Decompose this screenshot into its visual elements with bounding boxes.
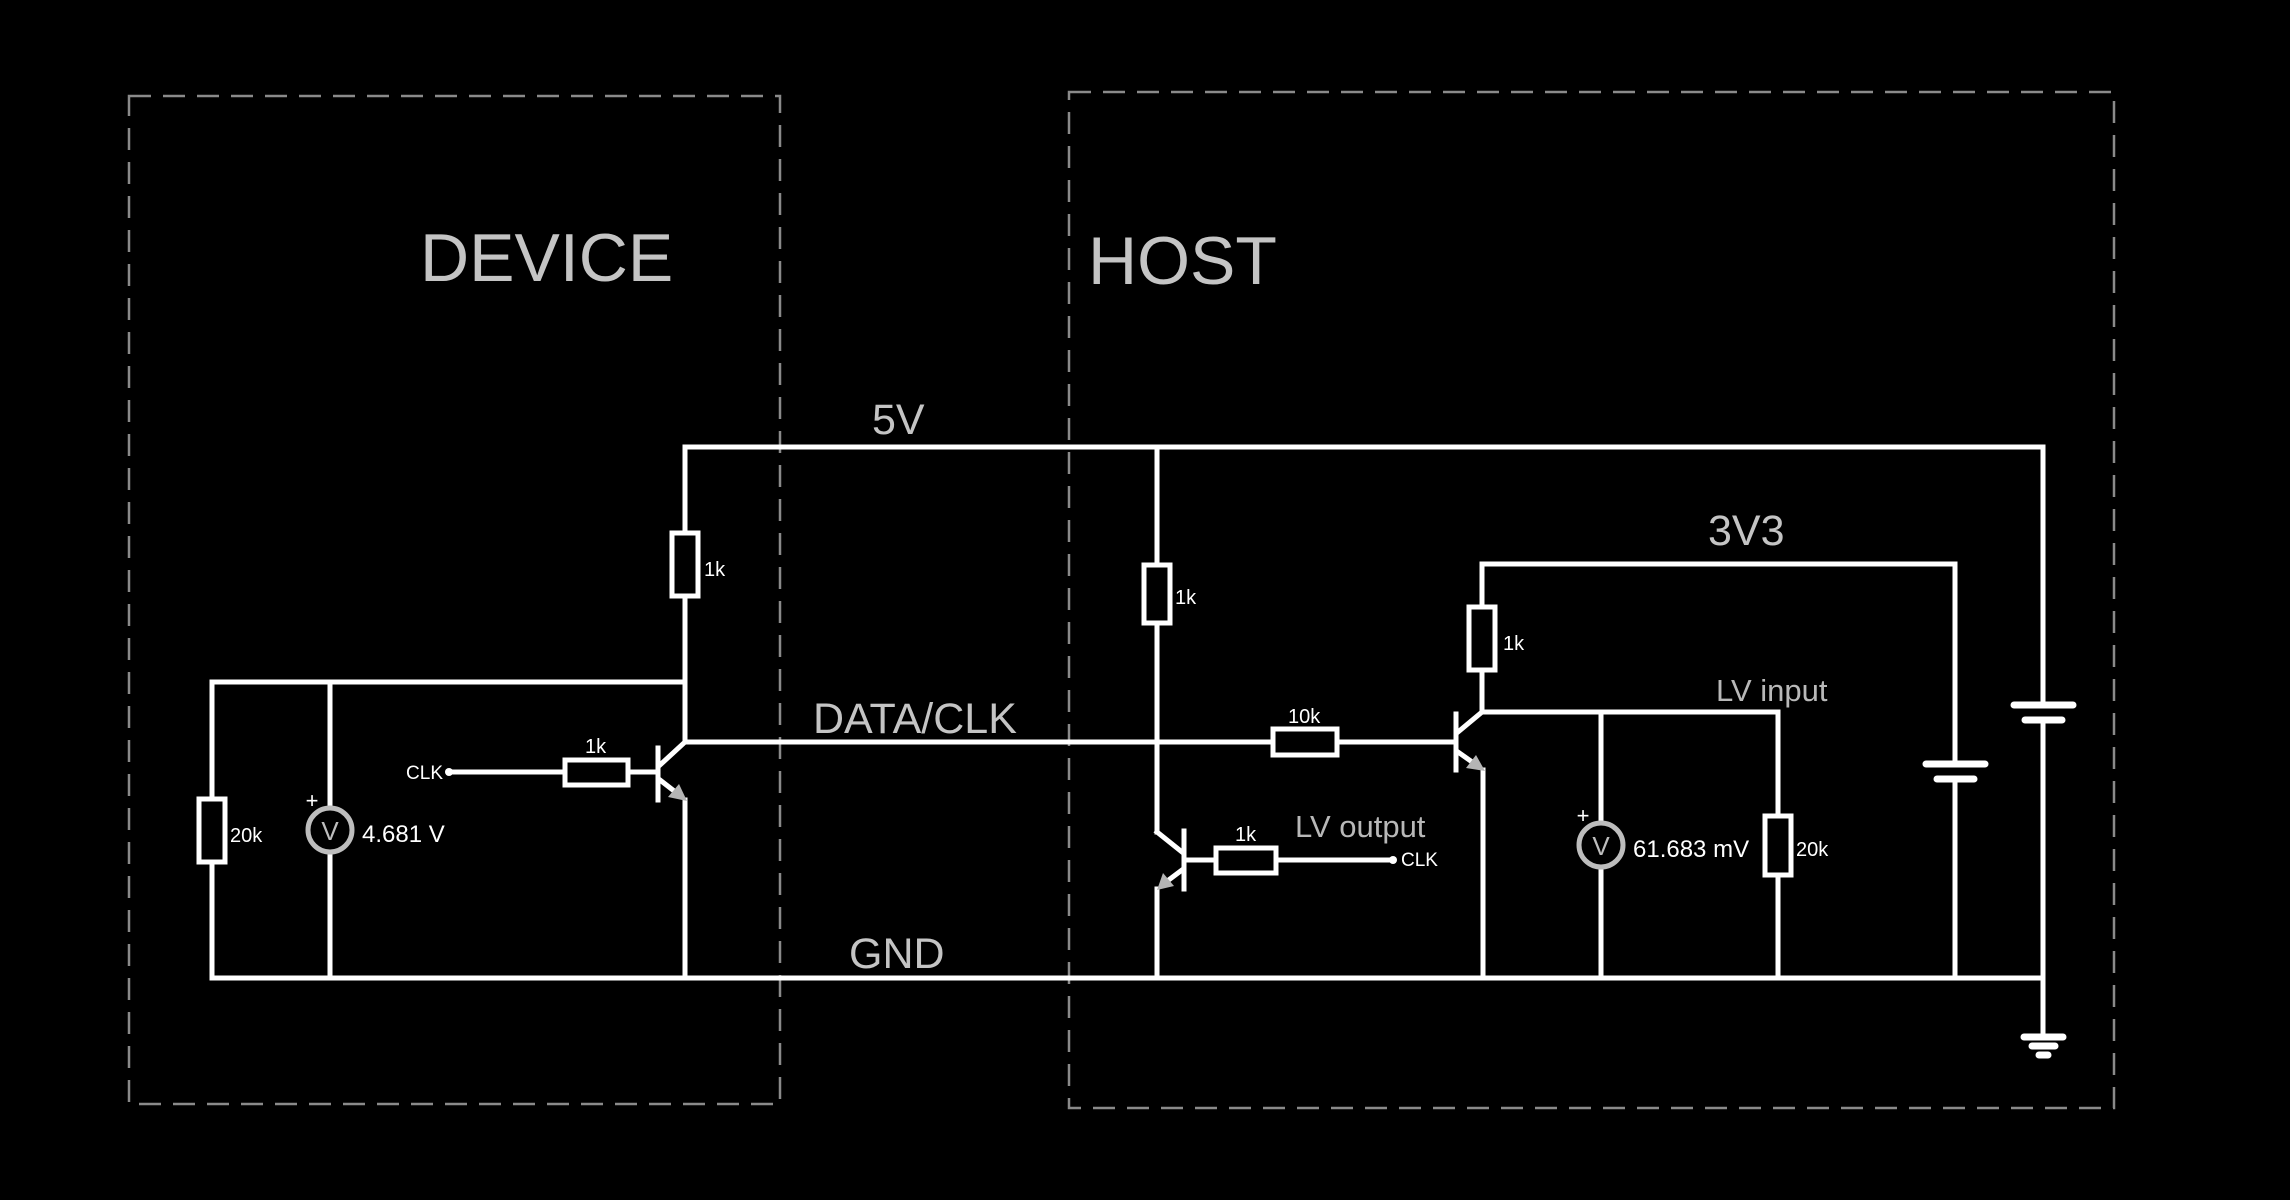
transistor-host-output [1153,828,1187,892]
voltmeter-host-reading: 61.683 mV [1633,836,1749,863]
resistor-host-series [1270,726,1340,758]
signal-label-device-clk: CLK [406,763,443,784]
label-host-3v3-pullup: 1k [1503,633,1525,655]
resistor-host-3v3-pullup [1466,604,1498,673]
voltmeter-host: V + 61.683 mV [1576,803,1749,870]
voltmeter-device: V + 4.681 V [305,788,445,855]
transistor-host-in-collector [1454,708,1486,736]
host-boundary [1067,90,2116,1110]
net-label-5v: 5V [872,396,925,444]
label-device-pullup: 1k [704,559,726,581]
transistor-device [655,738,689,803]
wire-lv-input [1479,709,1781,819]
resistor-device-pullup [669,530,701,599]
wire-device-load-top [209,679,688,802]
transistor-host-input [1453,708,1486,773]
device-clk-terminal [445,768,453,776]
transistor-host-out-collector [1153,828,1186,856]
voltmeter-device-reading: 4.681 V [362,821,445,848]
signal-label-lv-input: LV input [1716,673,1828,708]
label-host-series: 10k [1288,706,1321,728]
wire-3v3-rail [1479,561,1958,767]
resistor-host-load [1762,813,1794,878]
resistor-host-out-base [1213,845,1279,876]
label-host-out-base: 1k [1235,824,1257,846]
host-clk-terminal [1389,856,1397,864]
net-label-gnd: GND [849,930,945,978]
resistor-host-pullup [1141,562,1173,626]
device-title: DEVICE [420,220,673,296]
wires [209,444,2046,1040]
voltmeter-host-plus: + [1577,803,1590,828]
resistor-device-base [562,757,631,788]
voltmeter-device-plus: + [306,788,319,813]
voltmeter-device-body [305,805,355,855]
signal-label-host-clk: CLK [1401,850,1438,871]
label-device-base: 1k [585,736,607,758]
resistor-device-load [196,796,228,865]
voltmeter-host-symbol: V [1592,831,1610,861]
battery-3v3 [1922,760,1989,783]
voltmeter-device-symbol: V [321,816,339,846]
net-label-3v3: 3V3 [1708,507,1785,555]
net-label-data-clk: DATA/CLK [813,695,1017,743]
transistor-host-in-emitter-arrow [1466,755,1485,771]
battery-5v [2010,701,2077,724]
voltmeter-host-body [1576,820,1626,870]
ground-icon [2020,1033,2067,1059]
wire-5v-rail [682,444,2046,708]
signal-label-lv-output: LV output [1295,809,1426,844]
transistor-host-out-emitter-arrow [1157,873,1174,890]
device-boundary [127,94,782,1106]
transistor-device-emitter-arrow [668,784,687,801]
host-title: HOST [1088,223,1277,299]
label-host-load: 20k [1796,839,1829,861]
label-device-load: 20k [230,825,263,847]
label-host-pullup: 1k [1175,587,1197,609]
transistor-device-collector [656,738,689,769]
